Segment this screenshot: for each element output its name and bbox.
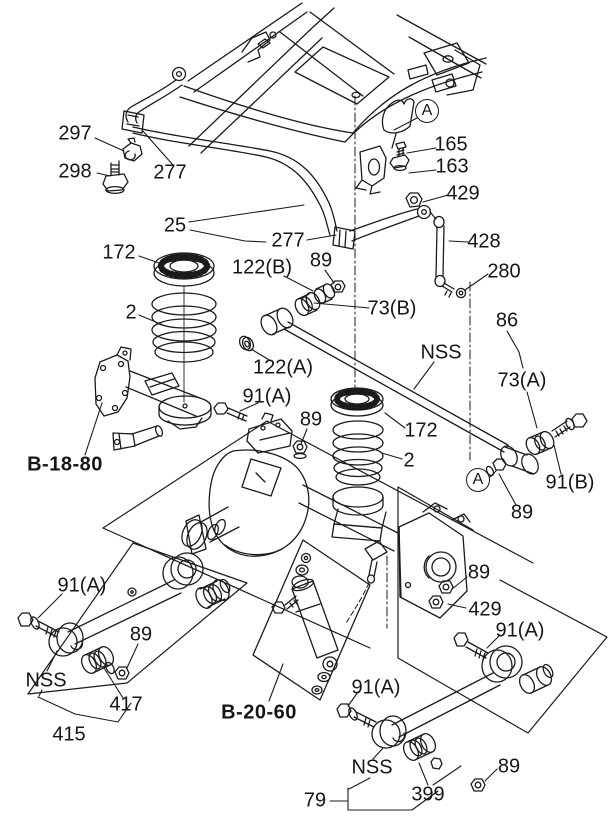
left-arm-group [17,542,248,695]
guide-rod-group [238,280,588,477]
shock-kit-group [252,539,371,701]
left-axle-group [94,346,212,451]
pipe-bracket-group [355,141,410,195]
right-spring-group [330,95,387,542]
frame-group [179,2,487,154]
left-spring-group [151,252,217,403]
right-arm-group [336,486,608,792]
right-bracket-group [345,502,471,629]
stabilizer-bar-group [102,66,432,250]
leader-lines [37,117,562,811]
stabilizer-link-group [405,192,467,299]
differential-group [181,402,399,557]
